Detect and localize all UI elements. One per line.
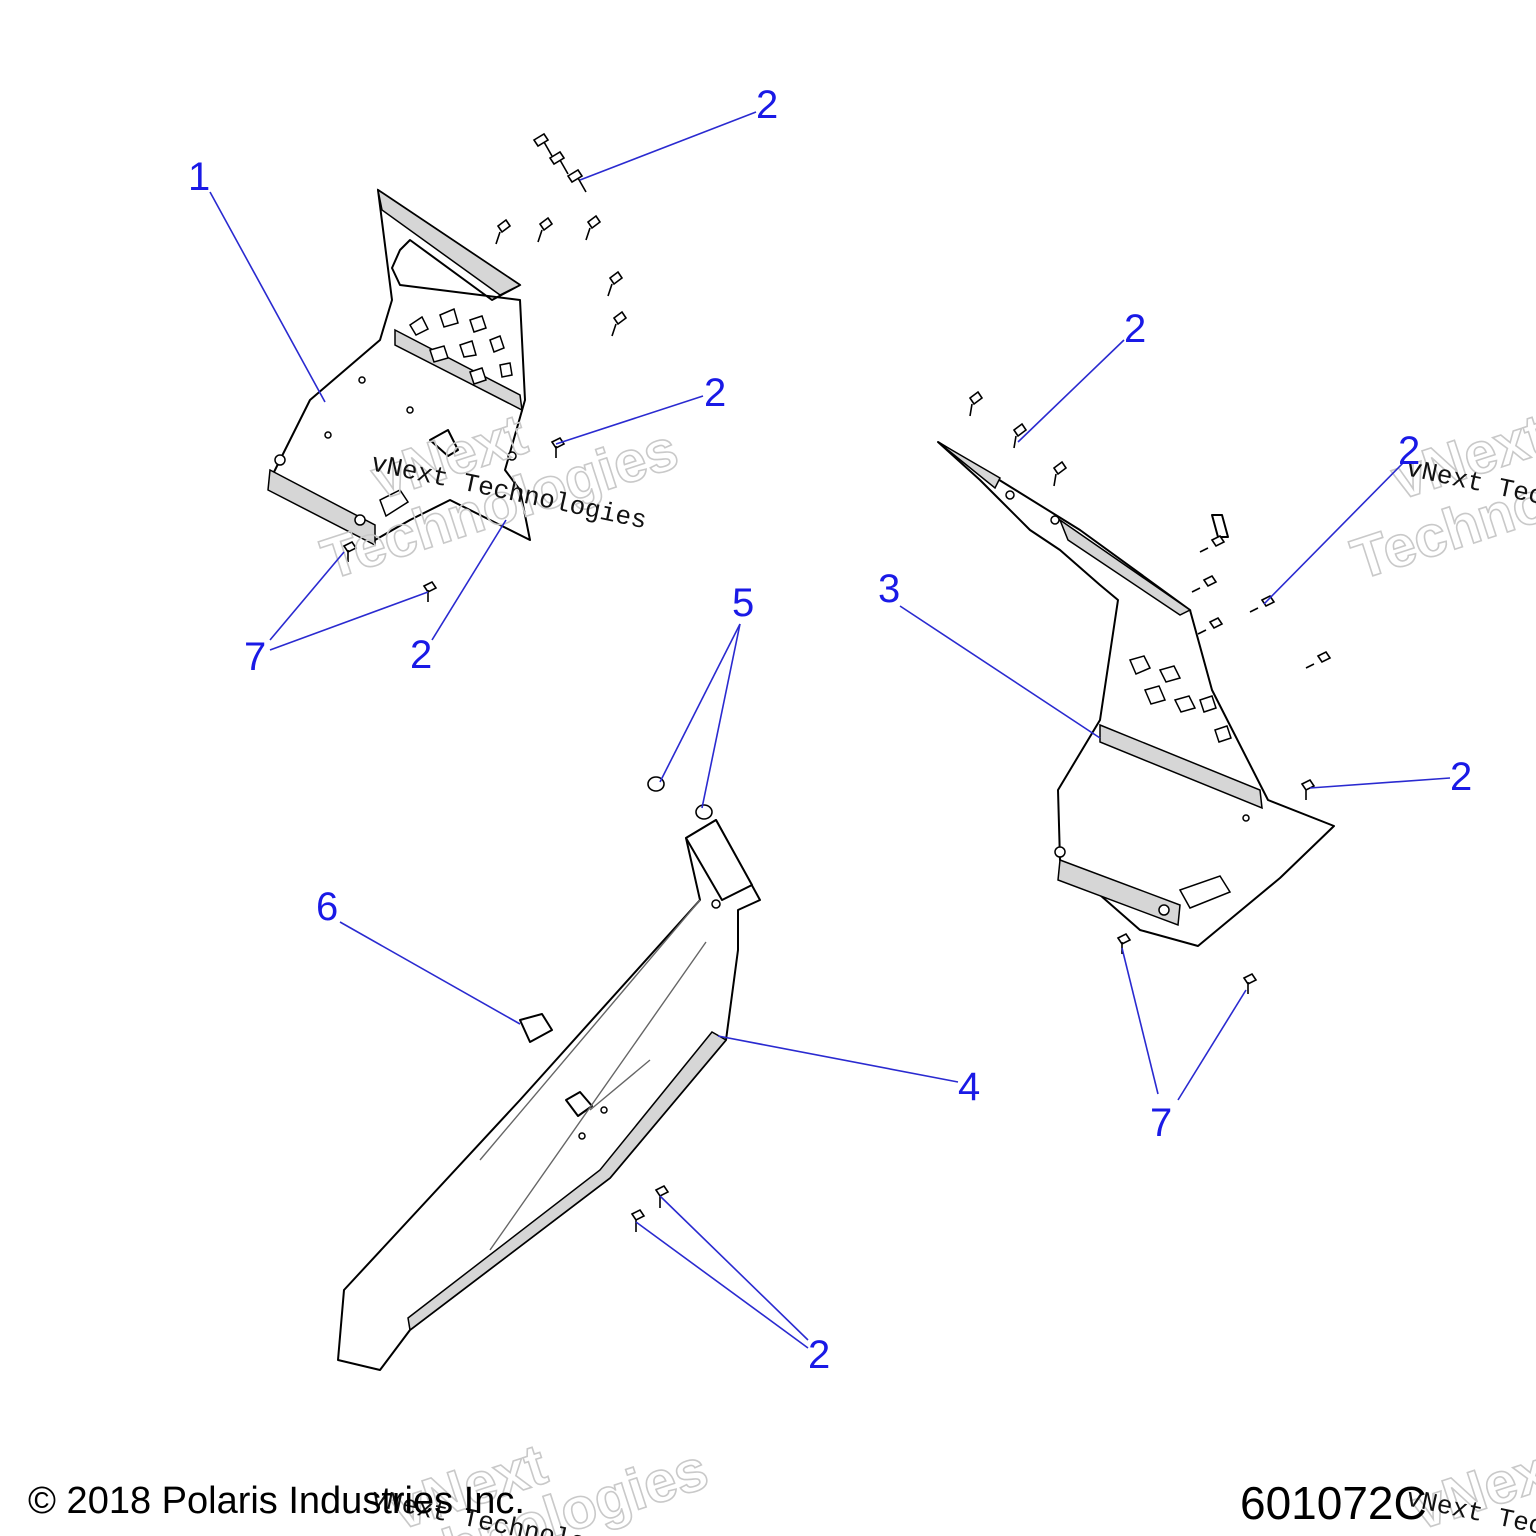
callout-7-right: 7 [1150, 1101, 1172, 1145]
callout-2-left-mid: 2 [704, 371, 726, 415]
part-3-right-guard [937, 441, 1335, 947]
callout-2-top: 2 [756, 83, 778, 127]
callout-5: 5 [732, 581, 754, 625]
callout-7-left: 7 [244, 635, 266, 679]
fasteners-part-3 [968, 390, 1332, 994]
callouts: 1 2 2 2 7 2 2 2 3 5 6 4 2 7 [188, 83, 1472, 1377]
callout-6: 6 [316, 885, 338, 929]
callout-2-right-top: 2 [1124, 307, 1146, 351]
callout-2-far-right: 2 [1398, 429, 1420, 473]
callout-4: 4 [958, 1065, 980, 1109]
callout-1: 1 [188, 155, 210, 199]
callout-2-bottom: 2 [808, 1333, 830, 1377]
part-4-center-skid [337, 819, 761, 1371]
watermark: vNext Technologies vNext Technologies vN… [313, 401, 1536, 1536]
callout-2-right-mid: 2 [1450, 755, 1472, 799]
leader-lines [209, 111, 1451, 1349]
fasteners-part-1 [342, 132, 628, 602]
callout-3: 3 [878, 567, 900, 611]
copyright-text: © 2018 Polaris Industries Inc. [28, 1480, 525, 1522]
figure-id: 601072C [1240, 1477, 1427, 1529]
part-1-left-guard [267, 188, 531, 547]
callout-2-left-bottom: 2 [410, 633, 432, 677]
